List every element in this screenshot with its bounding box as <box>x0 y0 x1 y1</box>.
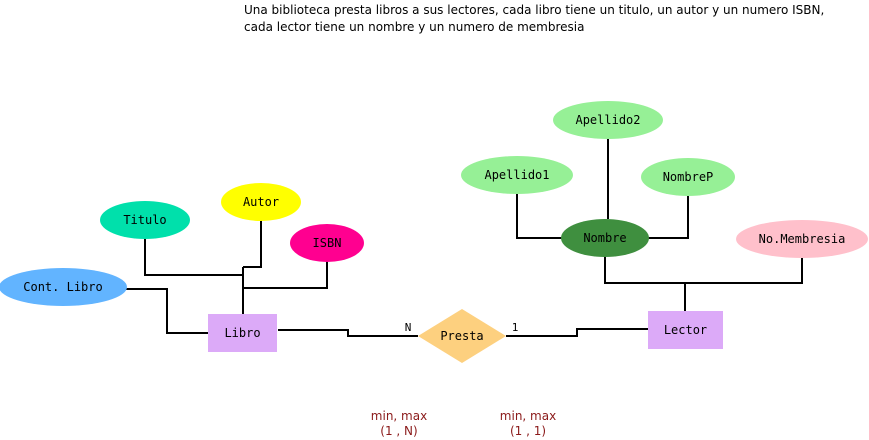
attribute-apellido2-label: Apellido2 <box>575 113 640 127</box>
connector-apellido1 <box>516 193 562 239</box>
attribute-membresia: No.Membresia <box>736 220 868 258</box>
attribute-autor-label: Autor <box>243 195 279 209</box>
attribute-nombre-shape <box>561 219 649 257</box>
attribute-nombre: Nombre <box>561 219 649 257</box>
attribute-autor: Autor <box>221 183 301 221</box>
cardinality-note-libro: min, max (1 , N) <box>358 409 440 439</box>
relationship-presta-diamond <box>418 309 506 363</box>
attribute-nombrep: NombreP <box>641 158 735 196</box>
connector-lines <box>126 138 803 337</box>
statement-line-1: Una biblioteca presta libros a sus lecto… <box>244 3 825 17</box>
cardinality-libro-side: N <box>405 321 412 334</box>
entity-libro-label: Libro <box>224 326 260 340</box>
cardinality-lector-side: 1 <box>512 321 519 334</box>
attribute-membresia-label: No.Membresia <box>759 232 846 246</box>
cardinality-note-lector-label: min, max <box>499 409 557 423</box>
connector-nombre <box>604 256 685 284</box>
entity-lector-label: Lector <box>664 323 707 337</box>
attribute-apellido2: Apellido2 <box>553 101 663 139</box>
cardinality-note-lector: min, max (1 , 1) <box>487 409 569 439</box>
attribute-membresia-shape <box>736 220 868 258</box>
attribute-titulo-shape <box>100 201 190 239</box>
connector-presta-lector <box>506 328 648 337</box>
connector-isbn <box>243 260 328 289</box>
entity-lector: Lector <box>648 311 723 349</box>
relationship-presta-label: Presta <box>440 329 483 343</box>
entity-libro: Libro <box>208 314 277 352</box>
attribute-isbn: ISBN <box>290 224 364 262</box>
relationship-presta: Presta <box>418 309 506 363</box>
attribute-apellido1-label: Apellido1 <box>484 168 549 182</box>
attribute-cont-libro-shape <box>0 268 127 306</box>
attribute-apellido2-shape <box>553 101 663 139</box>
attribute-isbn-label: ISBN <box>313 236 342 250</box>
attribute-titulo: Titulo <box>100 201 190 239</box>
attribute-nombrep-shape <box>641 158 735 196</box>
cardinality-note-lector-value: (1 , 1) <box>509 424 547 438</box>
connector-membresia <box>685 257 803 284</box>
entity-lector-box <box>648 311 723 349</box>
attribute-apellido1: Apellido1 <box>461 156 573 194</box>
connector-nombrep <box>648 196 689 239</box>
cardinality-note-libro-label: min, max <box>370 409 428 423</box>
connector-cont-libro <box>126 288 208 334</box>
cardinality-note-libro-value: (1 , N) <box>380 424 418 438</box>
connector-libro-presta <box>278 329 418 337</box>
attribute-nombre-label: Nombre <box>583 231 626 245</box>
attribute-cont-libro: Cont. Libro <box>0 268 127 306</box>
statement-line-2: cada lector tiene un nombre y un numero … <box>244 20 585 34</box>
entity-libro-box <box>208 314 277 352</box>
attribute-titulo-label: Titulo <box>123 213 166 227</box>
attribute-nombrep-label: NombreP <box>663 170 714 184</box>
attribute-autor-shape <box>221 183 301 221</box>
connector-autor <box>243 220 262 268</box>
attribute-apellido1-shape <box>461 156 573 194</box>
connector-titulo <box>144 238 243 276</box>
problem-statement: Una biblioteca presta libros a sus lecto… <box>244 2 864 36</box>
attribute-cont-libro-label: Cont. Libro <box>23 280 102 294</box>
attribute-isbn-shape <box>290 224 364 262</box>
